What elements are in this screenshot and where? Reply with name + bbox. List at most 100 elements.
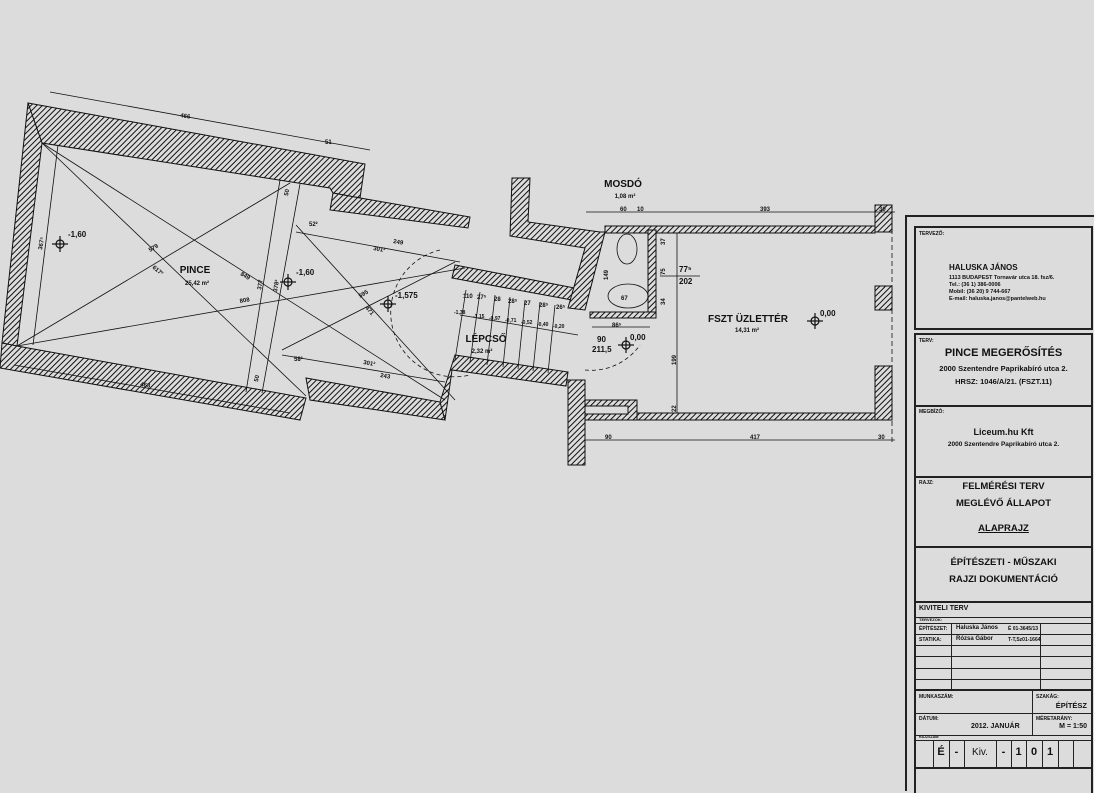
stair-level: -1,38 <box>454 310 466 316</box>
level-markers <box>52 236 823 353</box>
number-cell: 1 <box>1046 746 1054 758</box>
drawing-number: É - Kiv. - 1 0 1 <box>916 740 1091 769</box>
date: 2012. JANUÁR <box>971 723 1020 730</box>
number-cell: 0 <box>1030 746 1038 758</box>
dim: 211,5 <box>592 345 612 354</box>
divider <box>916 623 1091 624</box>
stair-level: -0,52 <box>521 320 533 326</box>
stair-level: -1,15 <box>473 314 485 320</box>
designer-email: E-mail: haluska.janos@pantelweb.hu <box>949 296 1046 302</box>
stair-level: -0,40 <box>537 322 549 328</box>
reg-1: É 01-3645/13 <box>1008 626 1039 632</box>
wall-pince-left <box>1 102 43 347</box>
dim: 30 <box>878 435 885 441</box>
footer-section: MUNKASZÁM: SZAKÁG: ÉPÍTÉSZ DÁTUM: MÉRETA… <box>914 689 1093 793</box>
designers-label: TERVEZŐK: <box>919 617 943 622</box>
stair-level: -0,97 <box>489 316 501 322</box>
stair-dim: 28 <box>494 297 501 303</box>
room-name-pince: PINCE <box>180 265 211 276</box>
wall-fszt-top <box>604 225 876 234</box>
number-cell: Kiv. <box>972 747 988 758</box>
name-1: Haluska János <box>956 625 999 631</box>
divider <box>916 645 1091 646</box>
designer-section: TERVEZŐ: HALUSKA JÁNOS 1113 BUDAPEST Tor… <box>914 226 1093 330</box>
dim: 301² <box>363 359 376 368</box>
client-label: MEGBÍZÓ: <box>919 409 944 415</box>
divider <box>916 689 1091 690</box>
scale-label: MÉRETARÁNY: <box>1036 716 1073 722</box>
stair-level: -0,71 <box>505 318 517 324</box>
divider <box>916 740 1091 741</box>
stair-dim: 26⁵ <box>556 305 566 311</box>
level-pince-1: -1,60 <box>68 230 87 239</box>
room-labels: PINCE 25,42 m² -1,60 -1,60 -1,575 MOSDÓ … <box>68 177 836 355</box>
dim: 67 <box>621 296 628 302</box>
divider <box>1040 623 1041 691</box>
dim: 249 <box>393 239 405 247</box>
construction-lines <box>13 91 895 445</box>
doc-line1: ÉPÍTÉSZETI - MŰSZAKI <box>950 557 1057 568</box>
number-label: RAJZSZÁM: <box>919 735 940 739</box>
designer-label: TERVEZŐ: <box>919 231 945 237</box>
dim: 243 <box>380 373 392 381</box>
title-block: TERVEZŐ: HALUSKA JÁNOS 1113 BUDAPEST Tor… <box>905 215 1094 793</box>
phase: KIVITELI TERV <box>919 605 969 612</box>
project-address: 2000 Szentendre Paprikabíró utca 2. <box>939 364 1068 373</box>
dim: 86⁵ <box>612 323 622 329</box>
level-pince-3: -1,575 <box>395 291 418 300</box>
dim: 50 <box>284 188 291 196</box>
divider <box>916 617 1091 618</box>
dim: 417 <box>750 435 761 441</box>
doc-line2: RAJZI DOKUMENTÁCIÓ <box>949 574 1058 585</box>
dim: 579 <box>148 243 160 254</box>
dim: 30 <box>879 207 886 213</box>
dim: 50 <box>254 374 261 382</box>
room-name-mosdo: MOSDÓ <box>604 177 642 190</box>
wall-middle-bottom <box>305 377 446 421</box>
wall-fszt-left <box>567 379 586 466</box>
client-name: Liceum.hu Kft <box>973 427 1034 437</box>
level-entry: 0,00 <box>630 333 646 342</box>
job-label: MUNKASZÁM: <box>919 694 954 700</box>
wall-fszt-bottom <box>636 412 876 421</box>
dim: 471 <box>363 305 374 317</box>
wall-mosdo-left <box>509 177 606 311</box>
reg-2: T-T,Sz01-1664 <box>1008 637 1041 643</box>
room-area-lepcso: 2,32 m² <box>472 348 493 355</box>
designer-name: HALUSKA JÁNOS <box>949 263 1018 272</box>
role-1: ÉPÍTÉSZET: <box>919 626 948 632</box>
number-cell: - <box>1001 746 1006 758</box>
scale: M = 1:50 <box>1059 723 1087 730</box>
dimension-labels: 466 51 579 617² 849 808 377 378² 367⁵ 46… <box>38 113 886 441</box>
dim: 90 <box>597 335 606 344</box>
dim: 377 <box>257 279 265 291</box>
drawing-line3: ALAPRAJZ <box>978 523 1029 534</box>
stair-dim: 28⁵ <box>508 299 518 305</box>
divider <box>916 634 1091 635</box>
divider <box>916 405 1091 407</box>
stair-dim: 110 <box>463 294 473 300</box>
dim: 22 <box>672 405 678 412</box>
room-area-pince: 25,42 m² <box>185 280 209 287</box>
wall-mosdo-bottom <box>589 311 657 319</box>
dim: 617² <box>151 264 165 277</box>
project-hrsz: HRSZ: 1046/A/21. (FSZT.11) <box>955 377 1052 386</box>
designer-contact: 1113 BUDAPEST Tornavár utca 18. fsz/6. T… <box>949 275 1054 303</box>
role-2: STATIKA: <box>919 637 942 643</box>
wall-stair-bottom <box>439 354 569 421</box>
number-cell: - <box>954 746 959 758</box>
drawing-line1: FELMÉRÉSI TERV <box>962 481 1045 492</box>
dim: 301² <box>373 245 386 254</box>
dim: 52² <box>309 221 318 228</box>
client-address: 2000 Szentendre Paprikabíró utca 2. <box>947 441 1060 448</box>
number-cell: É <box>937 746 945 758</box>
dim: 34 <box>661 298 667 305</box>
divider <box>916 679 1091 680</box>
discipline: ÉPÍTÉSZ <box>1055 701 1087 710</box>
level-uzletter: 0,00 <box>820 309 836 318</box>
dim: 595 <box>358 289 370 300</box>
wall-pince-bottom <box>0 342 307 421</box>
dim: 75 <box>661 268 667 275</box>
level-pince-2: -1,60 <box>296 268 315 277</box>
stair-dim: 28⁵ <box>539 303 549 309</box>
